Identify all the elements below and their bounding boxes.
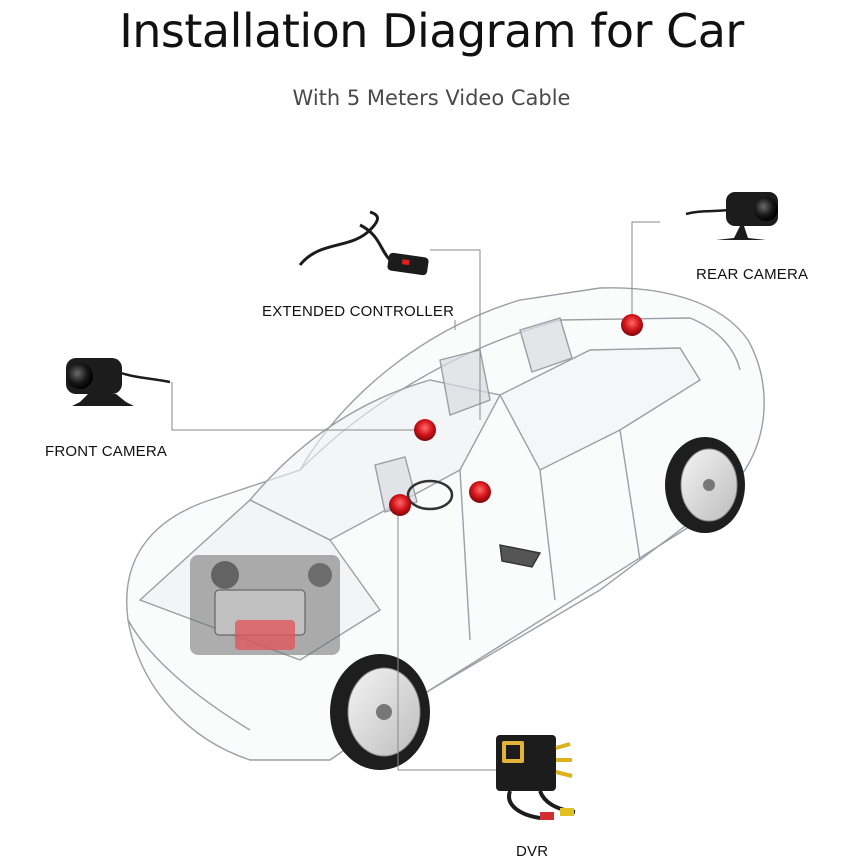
- controller-marker: [469, 481, 491, 503]
- dvr-device: [496, 735, 576, 820]
- front-camera-device: [66, 358, 171, 406]
- install-markers: [389, 314, 643, 516]
- engine-block: [190, 555, 340, 655]
- front-camera-label: FRONT CAMERA: [45, 443, 168, 460]
- rear-camera-label: REAR CAMERA: [696, 266, 809, 283]
- extended-controller-device: [298, 210, 429, 276]
- dvr-leader-line: [397, 505, 500, 771]
- leader-lines: [171, 221, 660, 771]
- dvr-label: DVR: [516, 843, 549, 860]
- controller-leader-line: [430, 249, 481, 420]
- rear-camera-leader-line: [631, 221, 660, 322]
- front-camera-marker: [414, 419, 436, 441]
- diagram-subtitle: With 5 Meters Video Cable: [292, 86, 571, 110]
- diagram-title: Installation Diagram for Car: [119, 4, 744, 58]
- rear-wheel: [665, 437, 745, 533]
- transparent-car: [126, 287, 765, 761]
- dvr-marker: [389, 494, 411, 516]
- rear-camera-marker: [621, 314, 643, 336]
- front-camera-leader-line: [171, 382, 420, 431]
- extended-controller-label: EXTENDED CONTROLLER: [262, 303, 455, 320]
- rear-camera-device: [685, 192, 778, 240]
- front-wheel: [330, 654, 430, 770]
